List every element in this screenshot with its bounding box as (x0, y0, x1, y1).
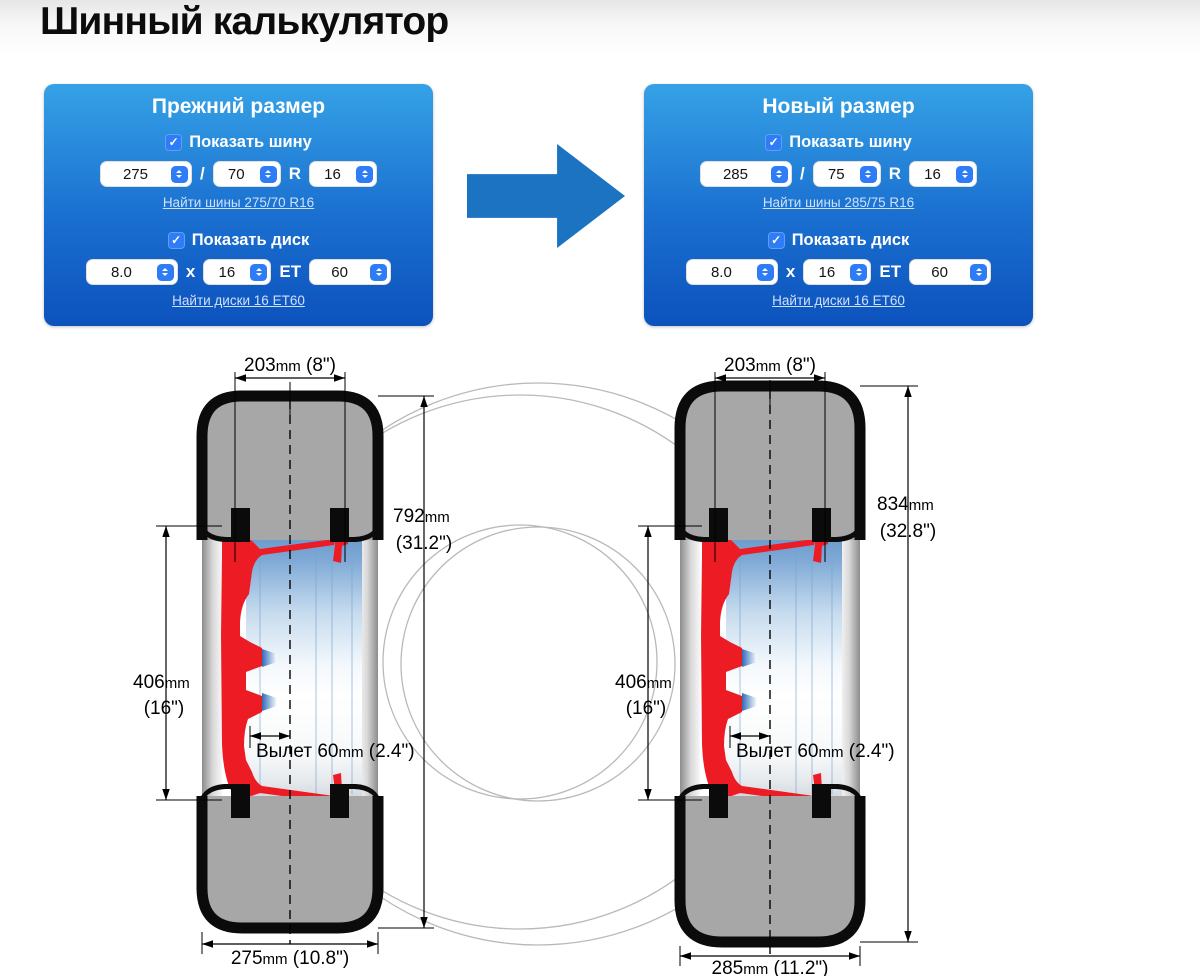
check-icon: ✓ (768, 135, 779, 149)
old-wheel-cross-section (196, 390, 384, 944)
disk-diameter-select[interactable]: 16 (203, 259, 272, 285)
disk-offset-value: 60 (331, 263, 348, 281)
outer-diameter-label: 792mm (31.2") (393, 506, 455, 554)
separator-slash: / (799, 164, 805, 183)
separator-slash: / (199, 164, 205, 183)
disk-diameter-value: 16 (218, 263, 236, 281)
page-top-fade (0, 0, 1200, 54)
tire-profile-value: 75 (827, 165, 845, 183)
rim-width-label: 203mm (8") (244, 355, 336, 376)
disk-offset-select[interactable]: 60 (909, 259, 992, 285)
tire-width-select[interactable]: 285 (699, 161, 792, 187)
show-disk-label: Показать диск (791, 231, 910, 249)
old-wheel-dimensions: 203mm (8") 792mm (31.2") 406mm (16") Выл… (133, 355, 455, 969)
disk-width-select[interactable]: 8.0 (685, 259, 778, 285)
stepper-icon (250, 263, 268, 281)
find-tires-link[interactable]: Найти шины 285/75 R16 (762, 195, 915, 210)
find-disks-link[interactable]: Найти диски 16 ET60 (172, 293, 305, 308)
stepper-icon (170, 165, 188, 183)
stepper-icon (850, 263, 868, 281)
sidewall-band (358, 514, 378, 814)
sidewall-band (202, 514, 222, 814)
disk-offset-select[interactable]: 60 (309, 259, 392, 285)
show-disk-checkbox[interactable]: ✓ (167, 232, 185, 249)
separator-r: R (888, 164, 901, 183)
stepper-icon (259, 165, 277, 183)
tire-diameter-value: 16 (324, 165, 341, 183)
rim-diameter-label: 406mm (16") (615, 672, 677, 719)
rim-width-label: 203mm (8") (724, 355, 816, 376)
wheel-diagrams: 203mm (8") 792mm (31.2") 406mm (16") Выл… (133, 355, 939, 976)
sidewall-band (840, 514, 860, 814)
tire-width-value: 285 (722, 165, 748, 183)
tire-profile-select[interactable]: 75 (812, 161, 881, 187)
tire-diameter-select[interactable]: 16 (909, 161, 977, 187)
tire-diameter-select[interactable]: 16 (309, 161, 377, 187)
tire-profile-value: 70 (227, 165, 245, 183)
disk-width-value: 8.0 (710, 263, 732, 281)
offset-label: Вылет 60mm (2.4") (256, 741, 415, 762)
stepper-icon (756, 263, 774, 281)
find-tires-link[interactable]: Найти шины 275/70 R16 (162, 195, 315, 210)
tire-diameter-value: 16 (924, 165, 941, 183)
panel-new-size: Новый размер ✓ Показать шину 285 / 75 R … (644, 84, 1033, 326)
tire-bottom-block (196, 796, 384, 934)
check-icon: ✓ (771, 233, 782, 247)
disk-diameter-value: 16 (818, 263, 836, 281)
offset-label: Вылет 60mm (2.4") (736, 741, 895, 762)
show-disk-label: Показать диск (191, 231, 310, 249)
panel-old-size: Прежний размер ✓ Показать шину 275 / 70 … (44, 84, 433, 326)
stepper-icon (370, 263, 388, 281)
stepper-icon (156, 263, 174, 281)
new-wheel-cross-section (674, 380, 866, 956)
disk-width-select[interactable]: 8.0 (85, 259, 178, 285)
outer-diameter-label: 834mm (32.8") (877, 494, 939, 542)
separator-r: R (288, 164, 301, 183)
arrow-right-icon (467, 144, 625, 248)
tire-bottom-block (674, 796, 866, 948)
show-disk-checkbox[interactable]: ✓ (767, 232, 785, 249)
separator-x: x (185, 262, 196, 281)
show-tire-checkbox[interactable]: ✓ (165, 134, 183, 151)
tire-width-value: 275 (122, 165, 148, 183)
tire-profile-select[interactable]: 70 (212, 161, 281, 187)
panel-old-title: Прежний размер (151, 95, 326, 118)
rim-diameter-label: 406mm (16") (133, 672, 195, 719)
separator-x: x (785, 262, 796, 281)
show-tire-label: Показать шину (189, 133, 312, 151)
separator-et: ET (279, 262, 302, 281)
separator-et: ET (879, 262, 902, 281)
tire-width-label: 275mm (10.8") (231, 948, 349, 969)
stepper-icon (770, 165, 788, 183)
disk-diameter-select[interactable]: 16 (803, 259, 872, 285)
panel-new-title: Новый размер (762, 95, 915, 118)
stepper-icon (970, 263, 988, 281)
stepper-icon (859, 165, 877, 183)
check-icon: ✓ (171, 233, 182, 247)
tire-width-label: 285mm (11.2") (712, 958, 829, 976)
stepper-icon (956, 165, 973, 183)
find-disks-link[interactable]: Найти диски 16 ET60 (772, 293, 905, 308)
sidewall-band (680, 514, 700, 814)
disk-offset-value: 60 (931, 263, 948, 281)
show-tire-label: Показать шину (789, 133, 912, 151)
page-title: Шинный калькулятор (40, 0, 449, 43)
tire-width-select[interactable]: 275 (99, 161, 192, 187)
show-tire-checkbox[interactable]: ✓ (765, 134, 783, 151)
stepper-icon (356, 165, 373, 183)
check-icon: ✓ (168, 135, 179, 149)
new-wheel-dimensions: 203mm (8") 834mm (32.8") 406mm (16") Выл… (615, 355, 939, 976)
disk-width-value: 8.0 (110, 263, 132, 281)
